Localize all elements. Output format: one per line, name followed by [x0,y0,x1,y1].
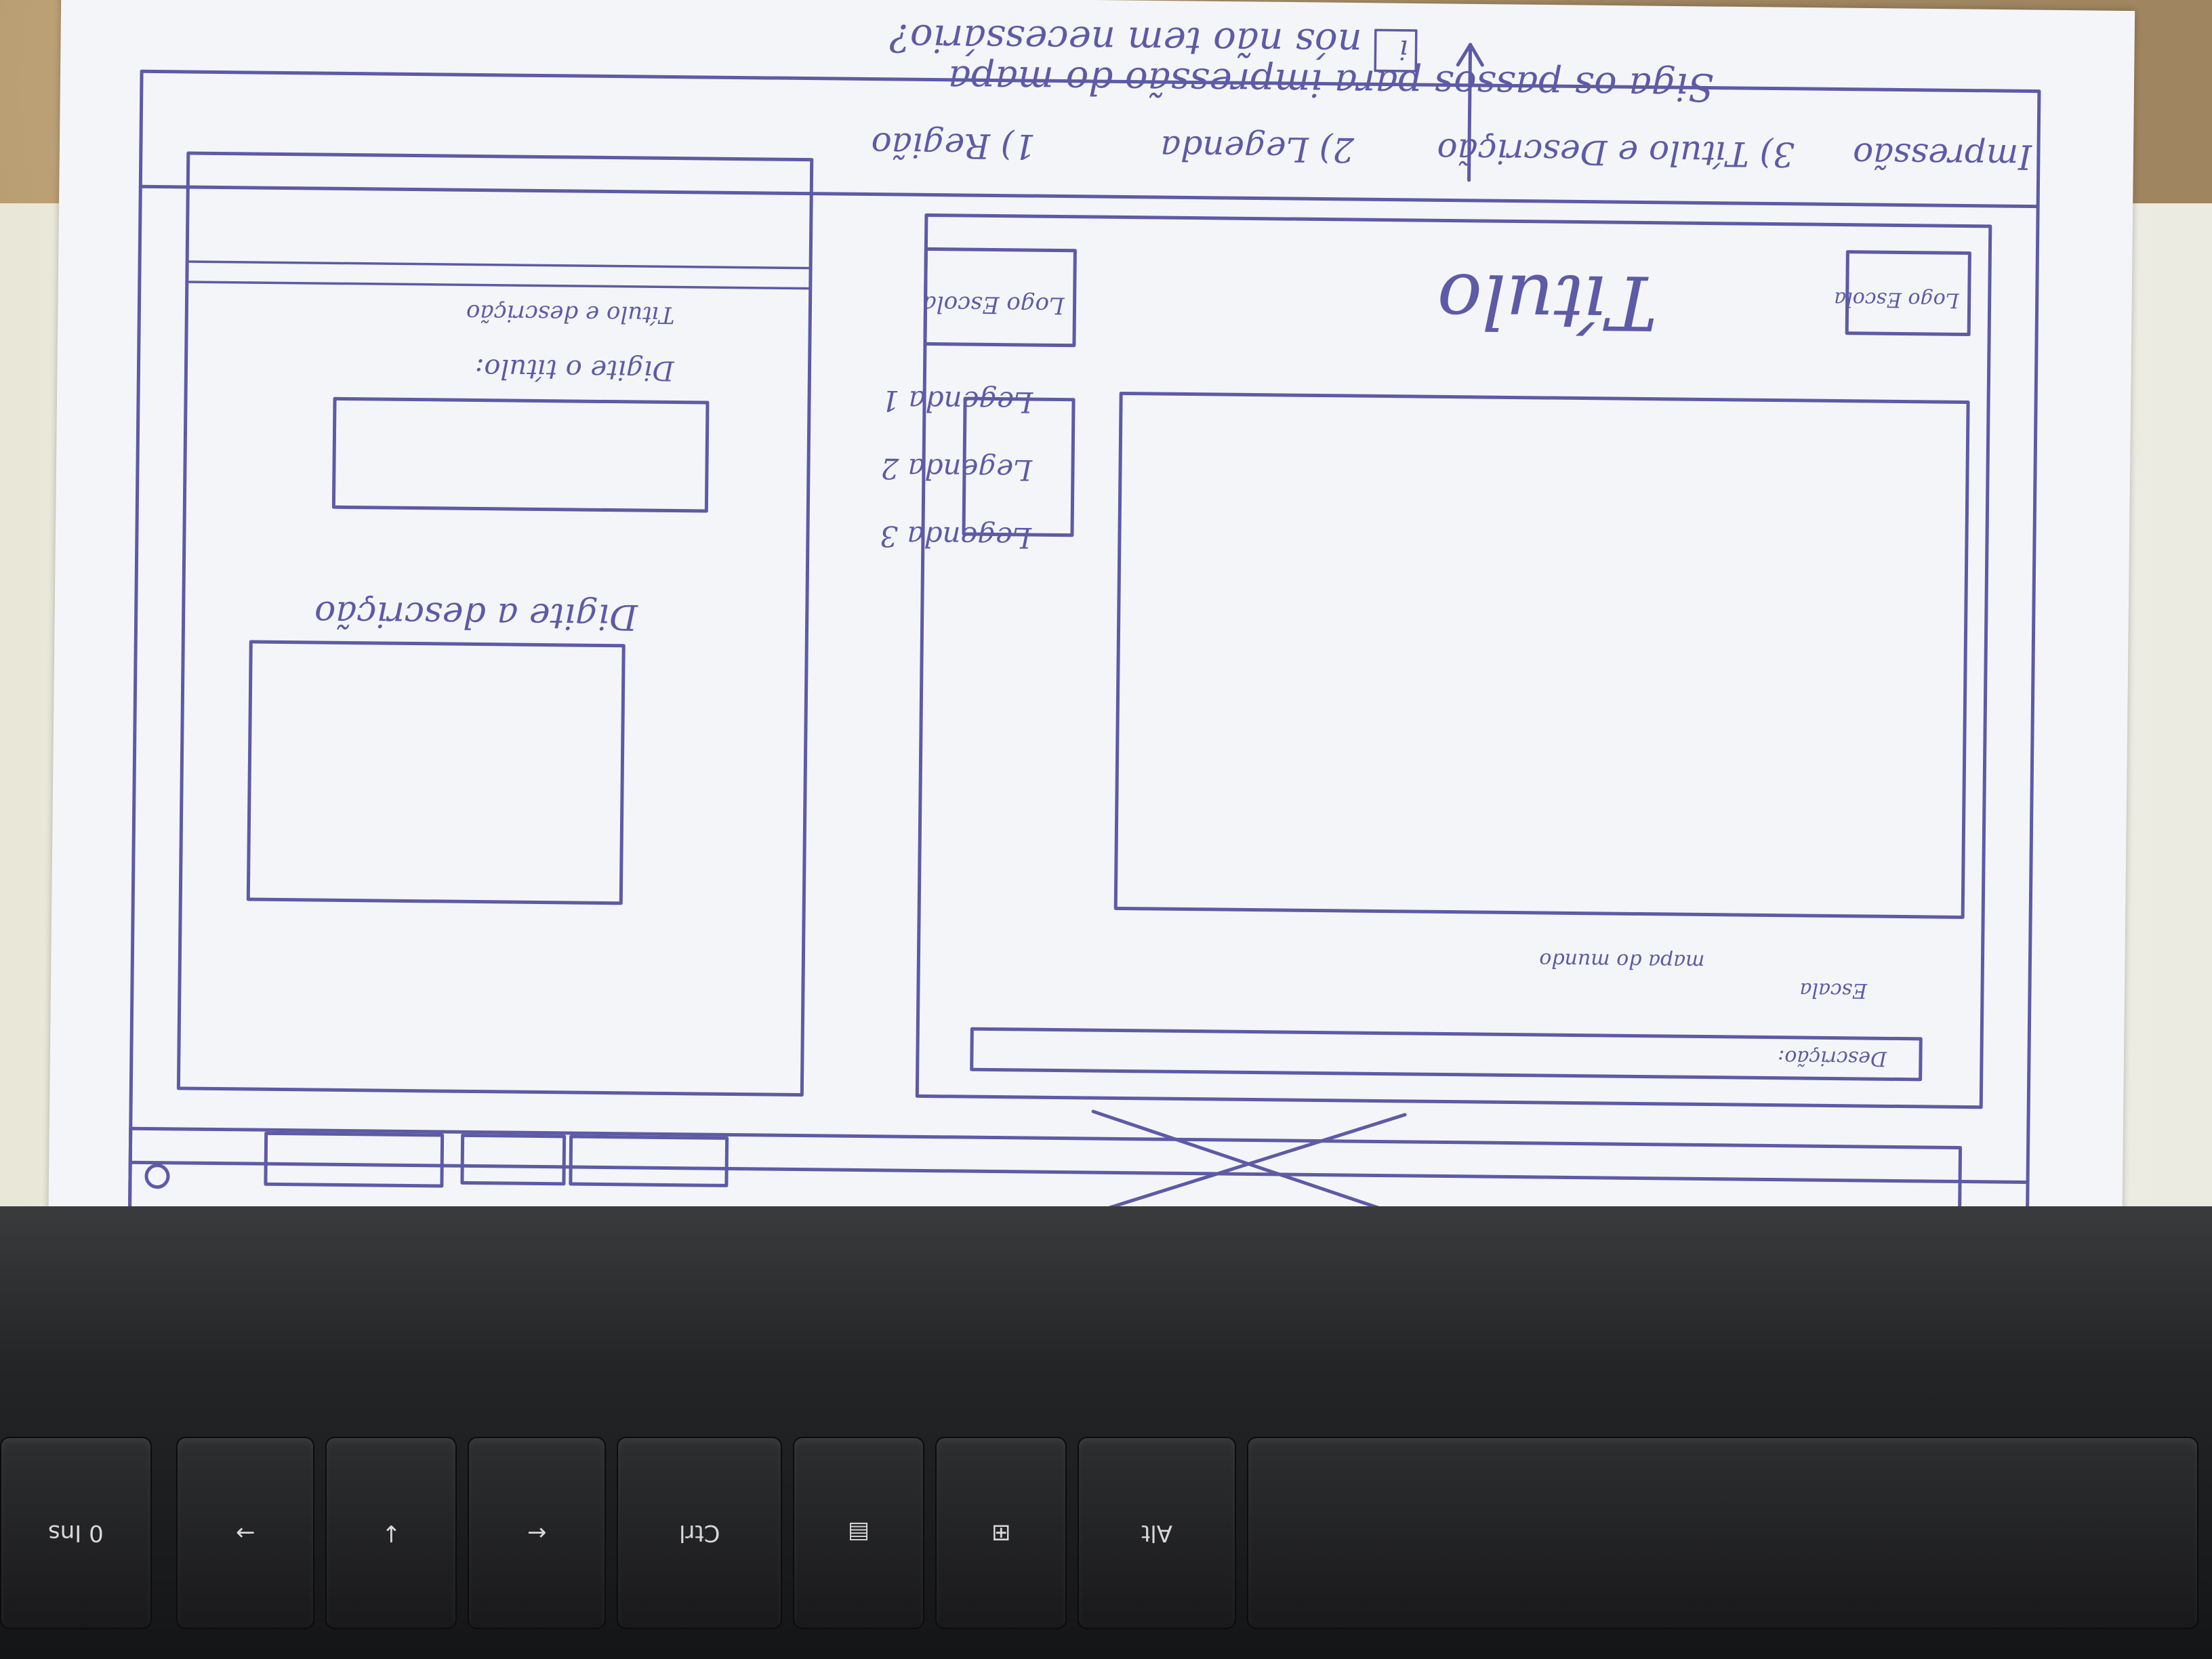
header-button-3 [264,1131,445,1188]
map-canvas [1113,391,1970,919]
description-prompt: Digite a descrição [314,593,638,637]
step-title-description: 3) Título e Descrição [1437,131,1795,174]
logo-box [1845,250,1971,337]
map-logo-box [923,247,1077,348]
form-panel [176,151,814,1097]
sketch-paper: Descrição: Escala mapa do mundo Legenda … [47,0,2135,1339]
key-arrow-right[interactable]: → [176,1437,314,1629]
key-arrow-down[interactable]: ↓ [325,1437,457,1629]
title-input [331,396,710,513]
scale-label: Escala [1799,978,1868,1002]
legend-thumbnail [962,396,1076,537]
keyboard-key-row: 0 Ins → ↓ ← Ctrl ▤ ⊞ Alt [0,1437,2212,1659]
header-button-2 [460,1133,567,1186]
key-arrow-left[interactable]: ← [468,1437,606,1629]
map-panel [915,213,1992,1109]
browser-window-frame [127,69,2041,1232]
legend-item-3: Legenda 3 [880,520,1032,554]
legend-item-2: Legenda 2 [880,452,1033,487]
header-button-1 [569,1134,729,1187]
form-heading: Título e descrição [466,299,675,328]
url-icon-text: i [1399,34,1408,65]
legend-item-1: Legenda 1 [881,384,1033,419]
instructions-text: Siga os passos para impressão do mapa [948,57,1715,109]
key-windows[interactable]: ⊞ [935,1437,1067,1629]
description-label: Descrição: [1778,1046,1887,1071]
step-print: Impressão [1853,136,2032,177]
title-prompt: Digite o título: [475,352,675,386]
step-legend: 2) Legenda [1160,128,1355,169]
large-preview-box [246,640,626,905]
map-title: Título [1437,257,1658,346]
map-logo-text: Logo Escola [922,290,1065,319]
top-note: nós não tem necessário? [889,16,1362,64]
logo-text: Logo Escola [1834,287,1960,312]
description-bar [970,1027,1923,1082]
key-0-ins[interactable]: 0 Ins [0,1437,152,1629]
key-menu[interactable]: ▤ [793,1437,924,1629]
wireframe-sketch: Descrição: Escala mapa do mundo Legenda … [127,16,2041,1244]
step-region: 1) Região [871,125,1036,167]
info-icon [144,1164,170,1189]
key-alt[interactable]: Alt [1078,1437,1236,1629]
map-note: mapa do mundo [1539,948,1704,974]
key-ctrl[interactable]: Ctrl [617,1437,782,1629]
key-space[interactable] [1247,1437,2198,1629]
